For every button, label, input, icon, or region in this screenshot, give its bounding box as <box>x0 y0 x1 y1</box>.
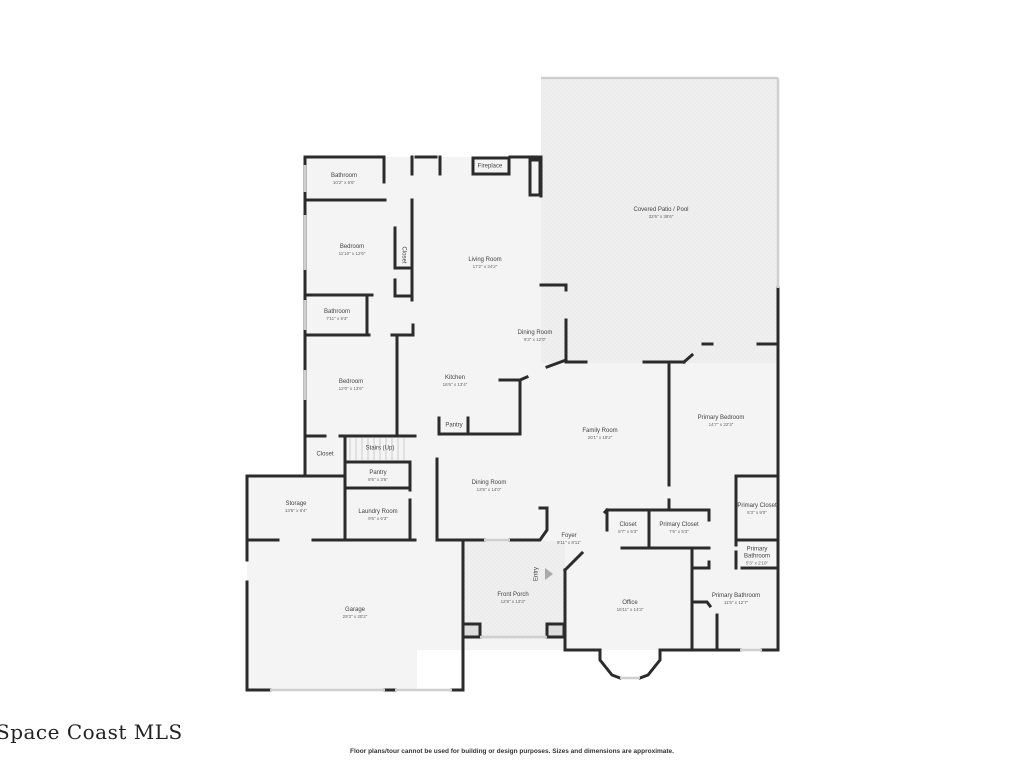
entry-label: Entry <box>533 566 540 582</box>
stairs-up: Stairs (Up) <box>365 445 395 452</box>
room-closet-2: Closet <box>316 451 334 458</box>
room-pantry-1: Pantry <box>445 422 463 429</box>
mls-watermark: Space Coast MLS <box>0 720 183 744</box>
room-fireplace: Fireplace <box>477 163 503 170</box>
disclaimer-text: Floor plans/tour cannot be used for buil… <box>350 748 674 755</box>
entry-arrow-icon <box>545 568 553 580</box>
room-closet-1: Closet <box>400 246 407 264</box>
